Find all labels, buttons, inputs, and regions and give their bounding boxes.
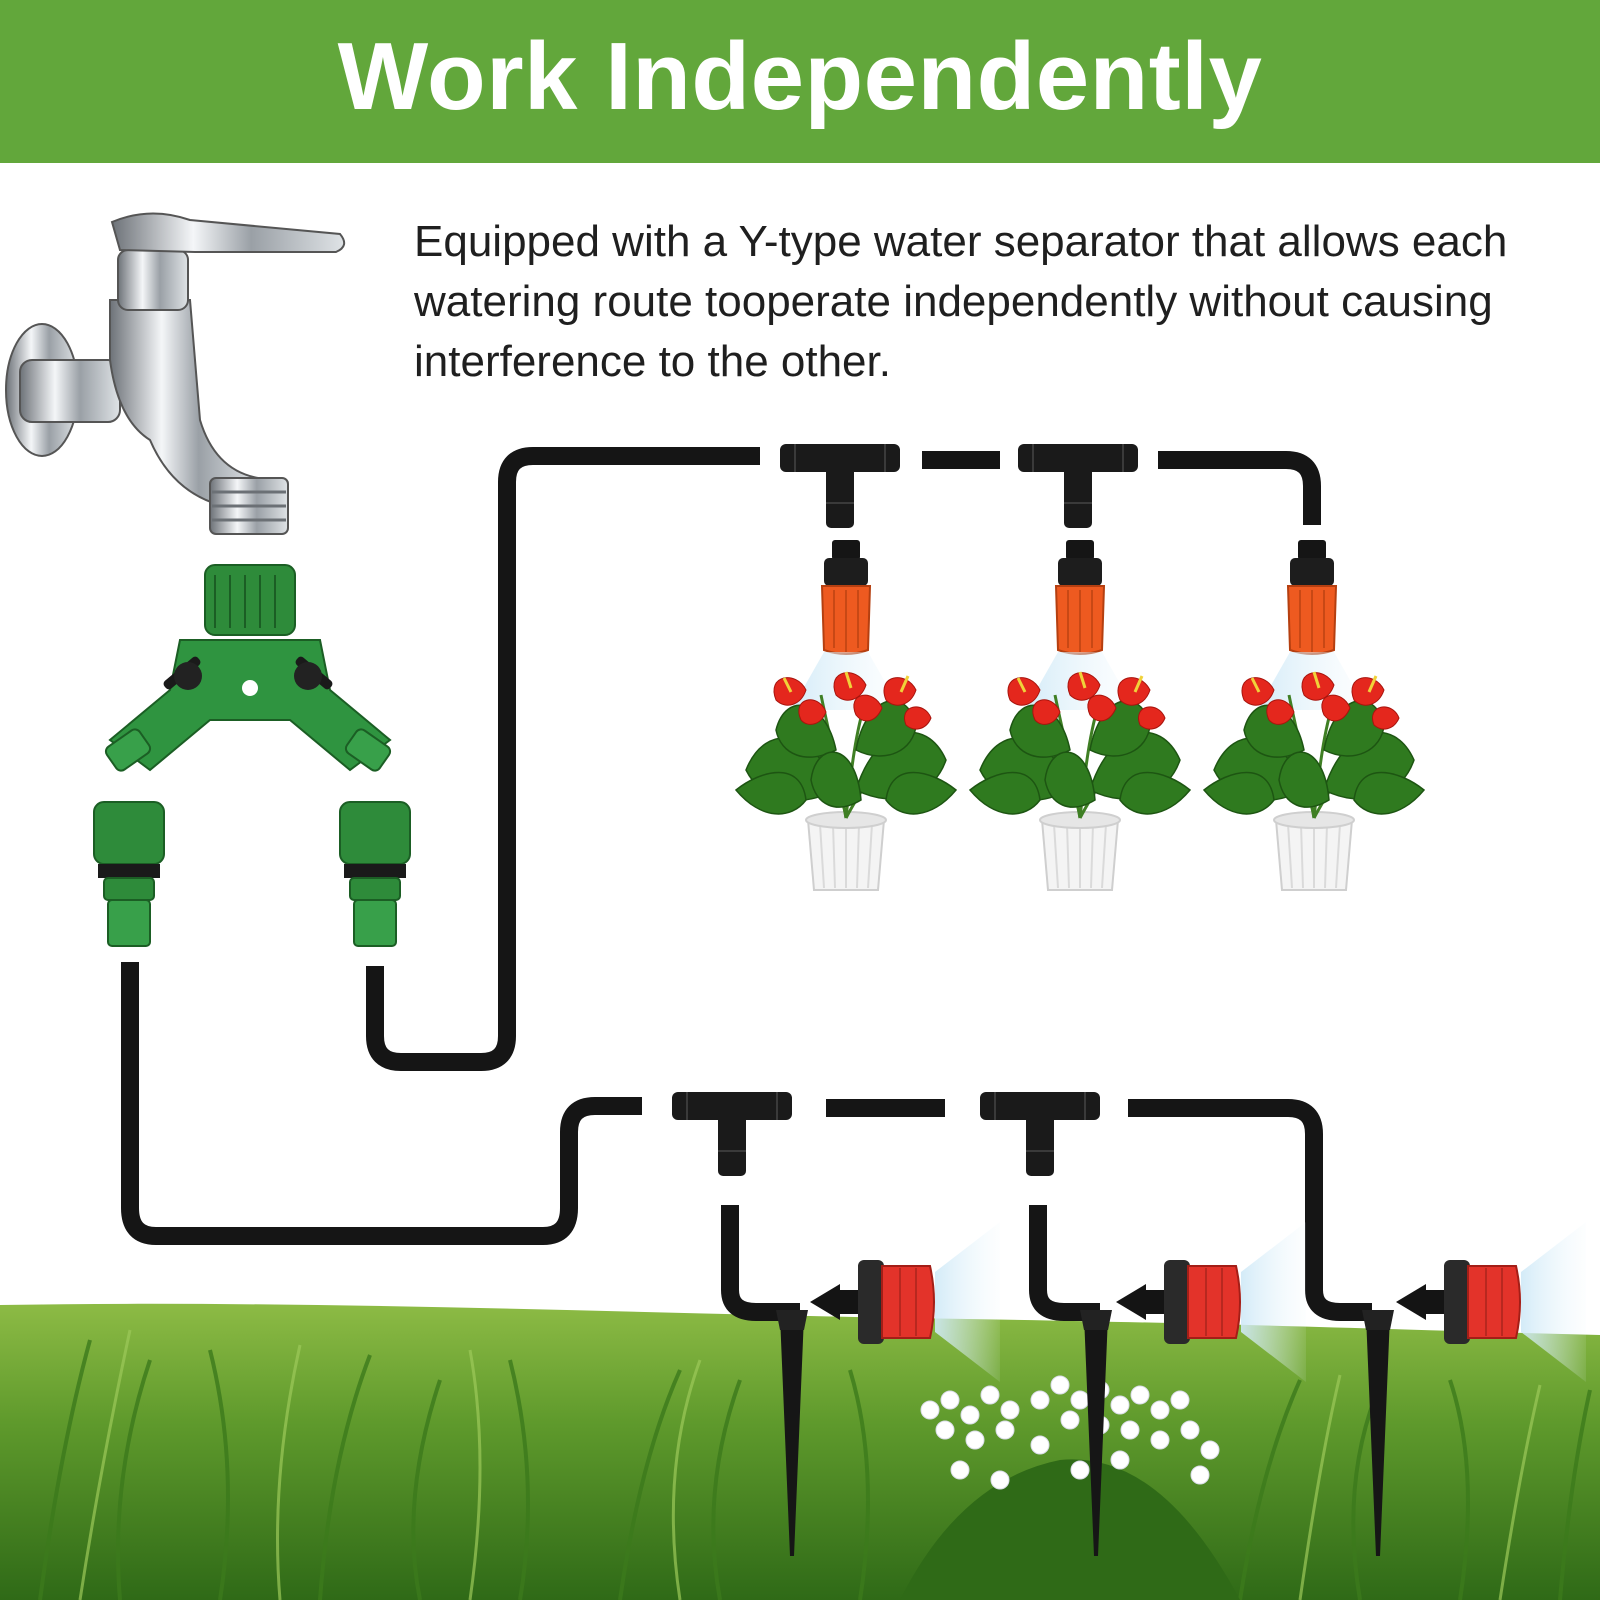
title-banner: Work Independently — [0, 0, 1600, 163]
description-text: Equipped with a Y-type water separator t… — [414, 217, 1508, 386]
y-splitter-icon — [104, 564, 392, 772]
faucet-icon — [5, 212, 346, 535]
hose-lines — [121, 447, 1372, 1321]
page-title: Work Independently — [337, 22, 1263, 130]
hose-connector-icon — [93, 801, 411, 947]
grass-icon — [0, 1303, 1600, 1600]
irrigation-illustration — [0, 212, 1600, 1600]
